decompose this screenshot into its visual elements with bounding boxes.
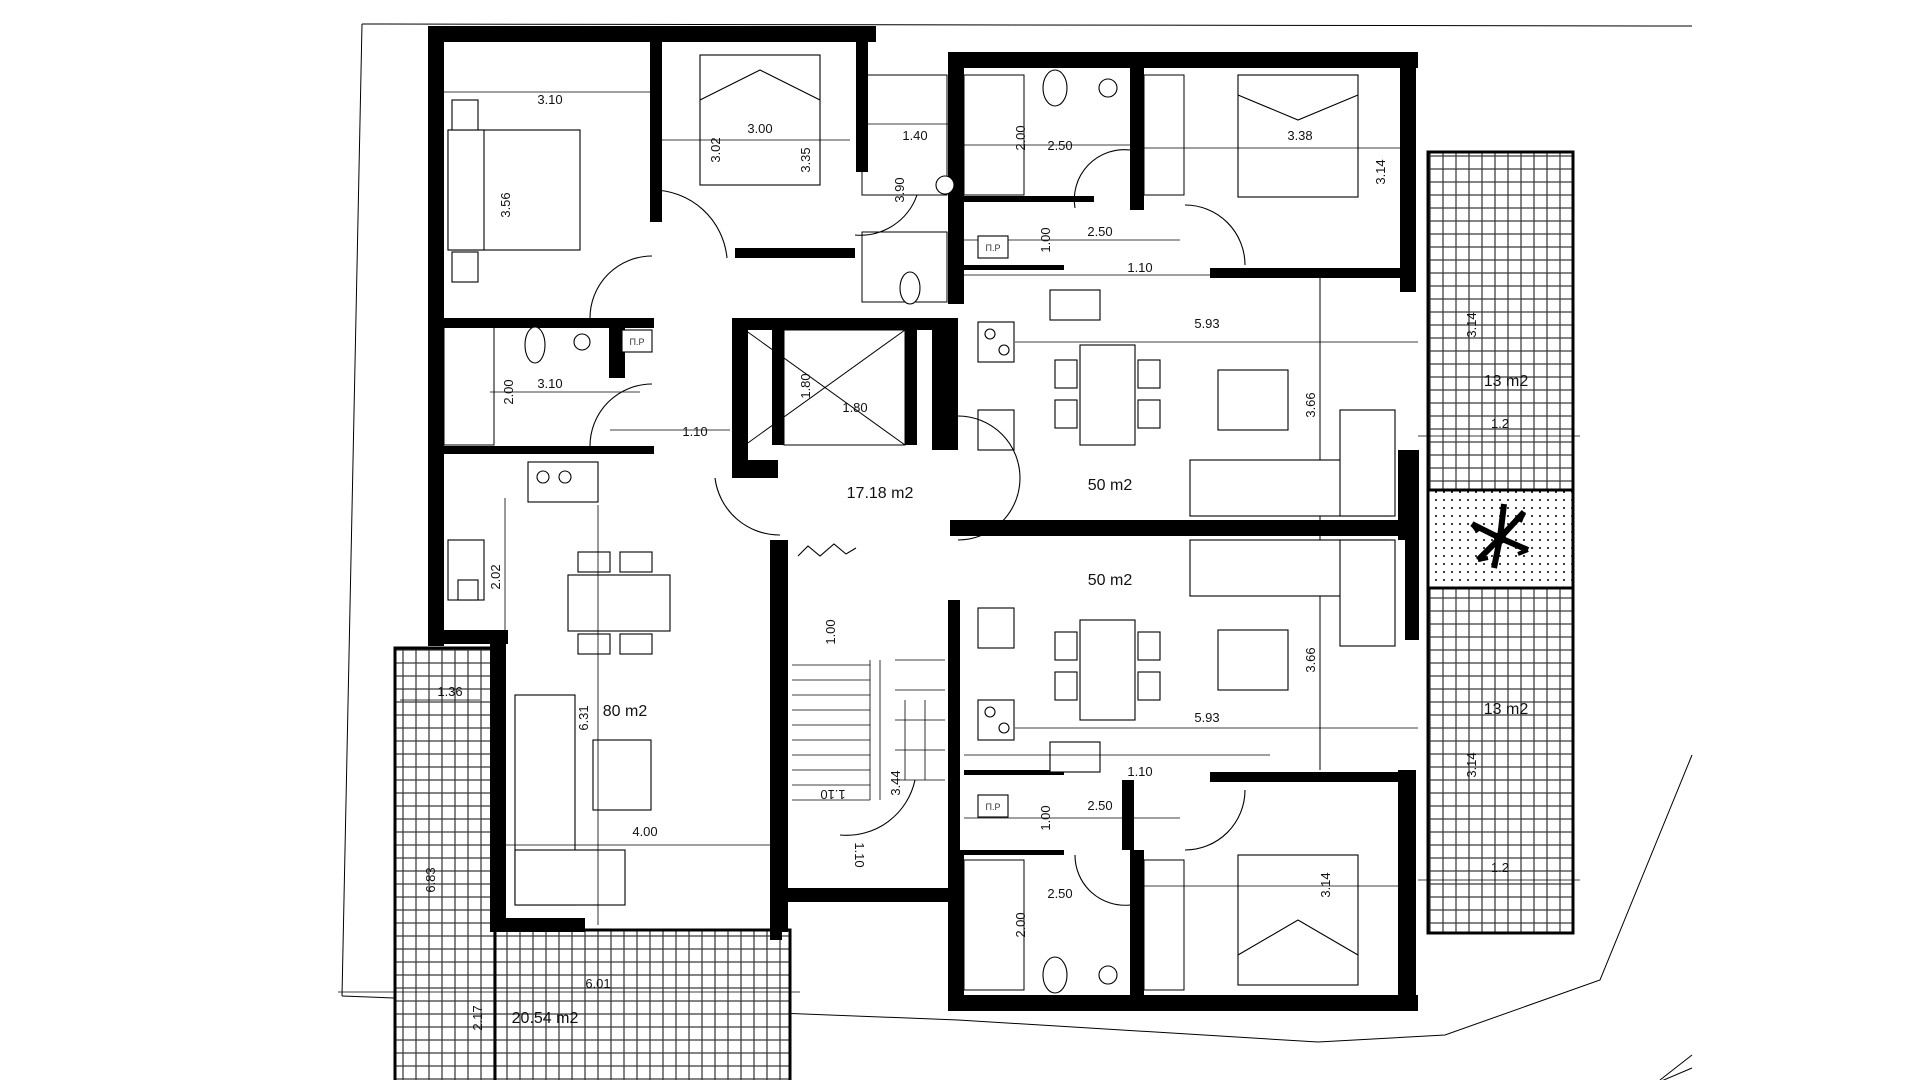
dim-label: 1.00 [823,619,838,644]
dim-label: 3.66 [1303,647,1318,672]
dim-label: 3.66 [1303,392,1318,417]
dim-label: 3.14 [1373,159,1388,184]
dimension-labels: 3.10 3.56 3.00 3.02 3.35 1.40 3.90 3.10 … [423,92,1509,1031]
dim-label: 1.80 [842,400,867,415]
dim-label: 3.14 [1464,752,1479,777]
dim-label: 3.10 [537,92,562,107]
dim-label: 3.56 [498,192,513,217]
dining-table [1079,344,1136,446]
dim-label: 3.14 [1318,872,1333,897]
dim-label: 2.00 [1013,912,1028,937]
dim-label: 1.10 [1127,260,1152,275]
dimension-lines [338,91,1580,993]
area-labels: 80 m2 17.18 m2 50 m2 50 m2 13 m2 13 m2 2… [512,373,1529,1027]
area-hall: 17.18 m2 [847,485,914,502]
balcony-sw [393,646,497,1080]
pr-tag: П.Р [630,337,645,347]
dim-label: 1.00 [1038,227,1053,252]
dim-label: 6.01 [585,976,610,991]
balconies [393,150,1575,1080]
dim-label: 3.02 [708,137,723,162]
dim-label: 2.50 [1087,224,1112,239]
area-east-lower: 50 m2 [1088,572,1133,589]
dim-label: 2.00 [501,379,516,404]
balcony-se [1426,586,1575,935]
dim-label: 1.40 [902,128,927,143]
walls [428,26,1419,1011]
dim-label: 3.14 [1464,312,1479,337]
dim-label: 3.35 [798,147,813,172]
dim-label: 5.93 [1194,316,1219,331]
dim-label: 3.44 [888,770,903,795]
dim-label: 2.17 [470,1005,485,1030]
dim-label: 3.38 [1287,128,1312,143]
dim-label: 1.80 [798,373,813,398]
dim-label: 2.50 [1047,138,1072,153]
dim-label: 1.00 [1038,805,1053,830]
dim-label: 1.36 [437,684,462,699]
dim-label: 3.90 [892,177,907,202]
dim-label: 2.50 [1047,886,1072,901]
area-west-apartment: 80 m2 [603,703,648,720]
pr-tag: П.Р [986,802,1001,812]
dining-table [1079,619,1136,721]
dim-label: 3.00 [747,121,772,136]
pr-tag: П.Р [986,243,1001,253]
area-balcony-sw: 20.54 m2 [512,1010,579,1027]
dim-label: 2.00 [1013,125,1028,150]
furniture [447,54,1396,994]
dim-label: 1.2 [1491,416,1509,431]
dim-label: 1.10 [852,842,867,867]
bed [1237,74,1359,198]
small-tags: П.Р П.Р П.Р [621,235,1009,818]
doors [589,149,1246,906]
dim-label: 3.10 [537,376,562,391]
dim-label: 2.50 [1087,798,1112,813]
dim-label: 6.83 [423,867,438,892]
dim-label: 6.31 [576,705,591,730]
dim-label: 1.10 [682,424,707,439]
area-balcony-se: 13 m2 [1484,701,1529,718]
balcony-ne [1426,150,1575,492]
plant-icon [1470,503,1530,569]
dim-label: 1.10 [1127,764,1152,779]
dim-label: 5.93 [1194,710,1219,725]
dim-label: 1.2 [1491,860,1509,875]
area-balcony-ne: 13 m2 [1484,373,1529,390]
dim-label: 2.02 [488,564,503,589]
dim-label: 4.00 [632,824,657,839]
dim-label: 1.10 [820,787,845,802]
dining-table [567,574,671,632]
balcony-s [493,928,792,1080]
stair [792,659,945,801]
site-boundary [341,23,1693,1080]
bed [699,54,821,186]
area-east-upper: 50 m2 [1088,477,1133,494]
